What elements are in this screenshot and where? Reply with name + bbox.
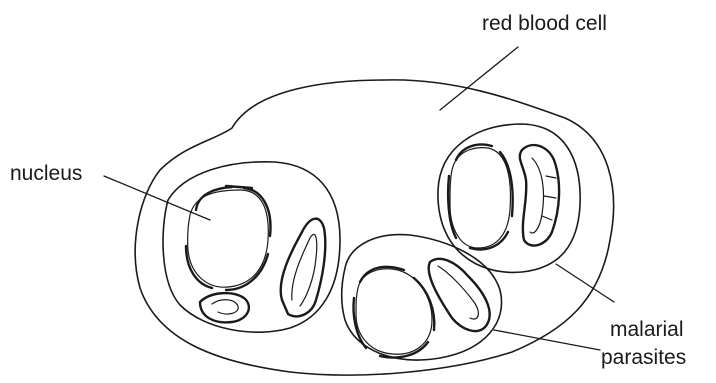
red-blood-cell-leader xyxy=(440,47,518,110)
parasite-left-nucleus xyxy=(188,190,269,287)
parasite-bottom xyxy=(342,235,502,361)
parasite-right xyxy=(438,124,580,272)
red-blood-cell-label: red blood cell xyxy=(482,12,607,36)
malarial-parasites-label-line2: parasites xyxy=(601,346,686,370)
malarial-parasites-label-line1: malarial xyxy=(610,318,684,342)
parasite-left xyxy=(163,162,340,332)
parasite-bottom-body xyxy=(429,259,490,331)
malarial-parasites-leader-lower xyxy=(494,330,600,350)
parasite-right-nucleus xyxy=(450,148,510,248)
parasite-bottom-nucleus xyxy=(356,269,432,354)
malarial-parasites-leader-upper xyxy=(556,264,614,302)
parasite-left-vacuole xyxy=(200,293,249,322)
nucleus-label: nucleus xyxy=(10,162,82,186)
red-blood-cell-outline xyxy=(135,80,613,375)
parasite-right-body xyxy=(520,145,559,246)
nucleus-leader xyxy=(104,176,210,220)
